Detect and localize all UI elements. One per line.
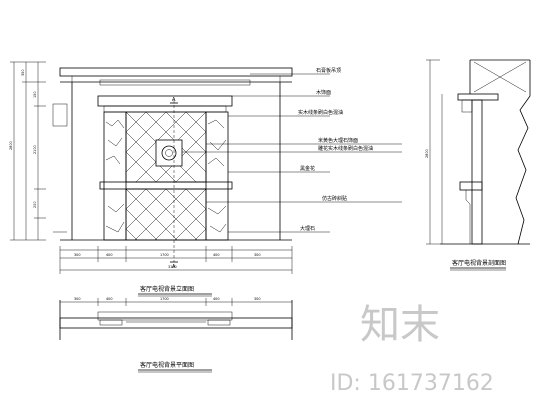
plan-view: 300 400 1700 400 300	[59, 297, 293, 340]
plan-wall	[59, 317, 293, 329]
side-total-dim: 2800	[425, 149, 429, 158]
front-title-group: 客厅电视背景立面图	[138, 285, 212, 297]
front-left-total: 2800	[9, 141, 13, 150]
plan-dim-1: 300	[74, 297, 80, 301]
front-left-part-4: 200	[33, 202, 37, 208]
front-bottom-1: 300	[74, 253, 80, 257]
watermark-id: ID: 161737162	[330, 371, 494, 396]
front-bottom-3: 1700	[160, 253, 169, 257]
side-elevation-title: 客厅电视背景剖面图	[452, 259, 506, 267]
front-elevation-title: 客厅电视背景立面图	[140, 285, 194, 293]
plan-dim-4: 400	[213, 297, 219, 301]
callout-labels: 石膏板吊顶 木饰面 实木线条刷白色混油 米黄色大理石饰面 雕花实木线条刷白色混油…	[298, 67, 373, 232]
cornice-lower	[103, 105, 227, 113]
medallion-frame	[155, 139, 183, 167]
watermark: 知末 ID: 161737162	[330, 302, 494, 396]
left-wall-profile	[52, 103, 68, 127]
section-mark-bottom-label: A	[172, 264, 176, 270]
plan-feature	[97, 311, 233, 321]
callout-4: 米黄色大理石饰面	[318, 137, 358, 144]
side-cornice	[457, 93, 499, 101]
pilaster-left-texture	[105, 119, 125, 233]
panel-lower	[125, 188, 207, 241]
cornice-cap	[97, 95, 233, 107]
shelf-band	[99, 181, 233, 190]
ceiling-soffit	[59, 67, 293, 77]
front-bottom-5: 300	[254, 253, 260, 257]
plan-pilaster-left	[99, 319, 123, 326]
pilaster-left	[103, 111, 127, 241]
callout-6: 黑金花	[300, 165, 315, 172]
plan-dim-5: 300	[254, 297, 260, 301]
plan-pilaster-right	[207, 319, 231, 326]
section-mark-top-label: A	[172, 97, 176, 103]
side-wall-section	[471, 99, 483, 245]
watermark-brand: 知末	[360, 302, 440, 348]
side-title-group: 客厅电视背景剖面图	[450, 259, 506, 271]
medallion-inner	[165, 149, 173, 157]
plan-title: 客厅电视背景平面图	[140, 361, 194, 369]
front-left-part-1: 350	[21, 70, 25, 76]
side-ceiling-cross	[473, 61, 527, 93]
front-elevation	[59, 67, 293, 262]
section-mark-top: A	[170, 97, 178, 104]
callout-5: 雕花实木线条刷白色混油	[318, 145, 373, 152]
plan-dim-2: 400	[106, 297, 112, 301]
callout-8: 大理石	[300, 225, 315, 232]
front-bottom-4: 400	[213, 253, 219, 257]
front-left-dimensions: 2800 350 150 2100 200	[9, 61, 68, 241]
side-cap	[461, 99, 473, 113]
side-section: 2800	[425, 59, 531, 245]
side-break-line	[515, 60, 531, 245]
cornice-strip	[99, 79, 251, 86]
plan-title-group: 客厅电视背景平面图	[138, 361, 212, 373]
front-bottom-2: 400	[106, 253, 112, 257]
callout-leaders	[182, 73, 402, 233]
side-profile	[465, 190, 471, 244]
callout-7: 仿古砖斜贴	[322, 195, 347, 202]
front-left-part-2: 150	[33, 92, 37, 98]
callout-2: 木饰面	[316, 89, 331, 96]
panel-lower-diagonal	[125, 188, 207, 241]
pilaster-right-texture	[207, 119, 227, 233]
front-left-part-3: 2100	[33, 145, 37, 154]
medallion-circle	[161, 145, 177, 161]
callout-3: 实木线条刷白色混油	[298, 109, 343, 116]
front-bottom-total: 3100	[168, 265, 177, 269]
section-mark-bottom: A	[170, 261, 178, 270]
plan-dim-3: 1700	[160, 297, 169, 301]
side-shelf	[459, 181, 483, 191]
pilaster-right	[205, 111, 229, 241]
callout-1: 石膏板吊顶	[316, 67, 341, 74]
front-bottom-dimensions: 300 400 1700 400 300 3100	[59, 246, 293, 274]
